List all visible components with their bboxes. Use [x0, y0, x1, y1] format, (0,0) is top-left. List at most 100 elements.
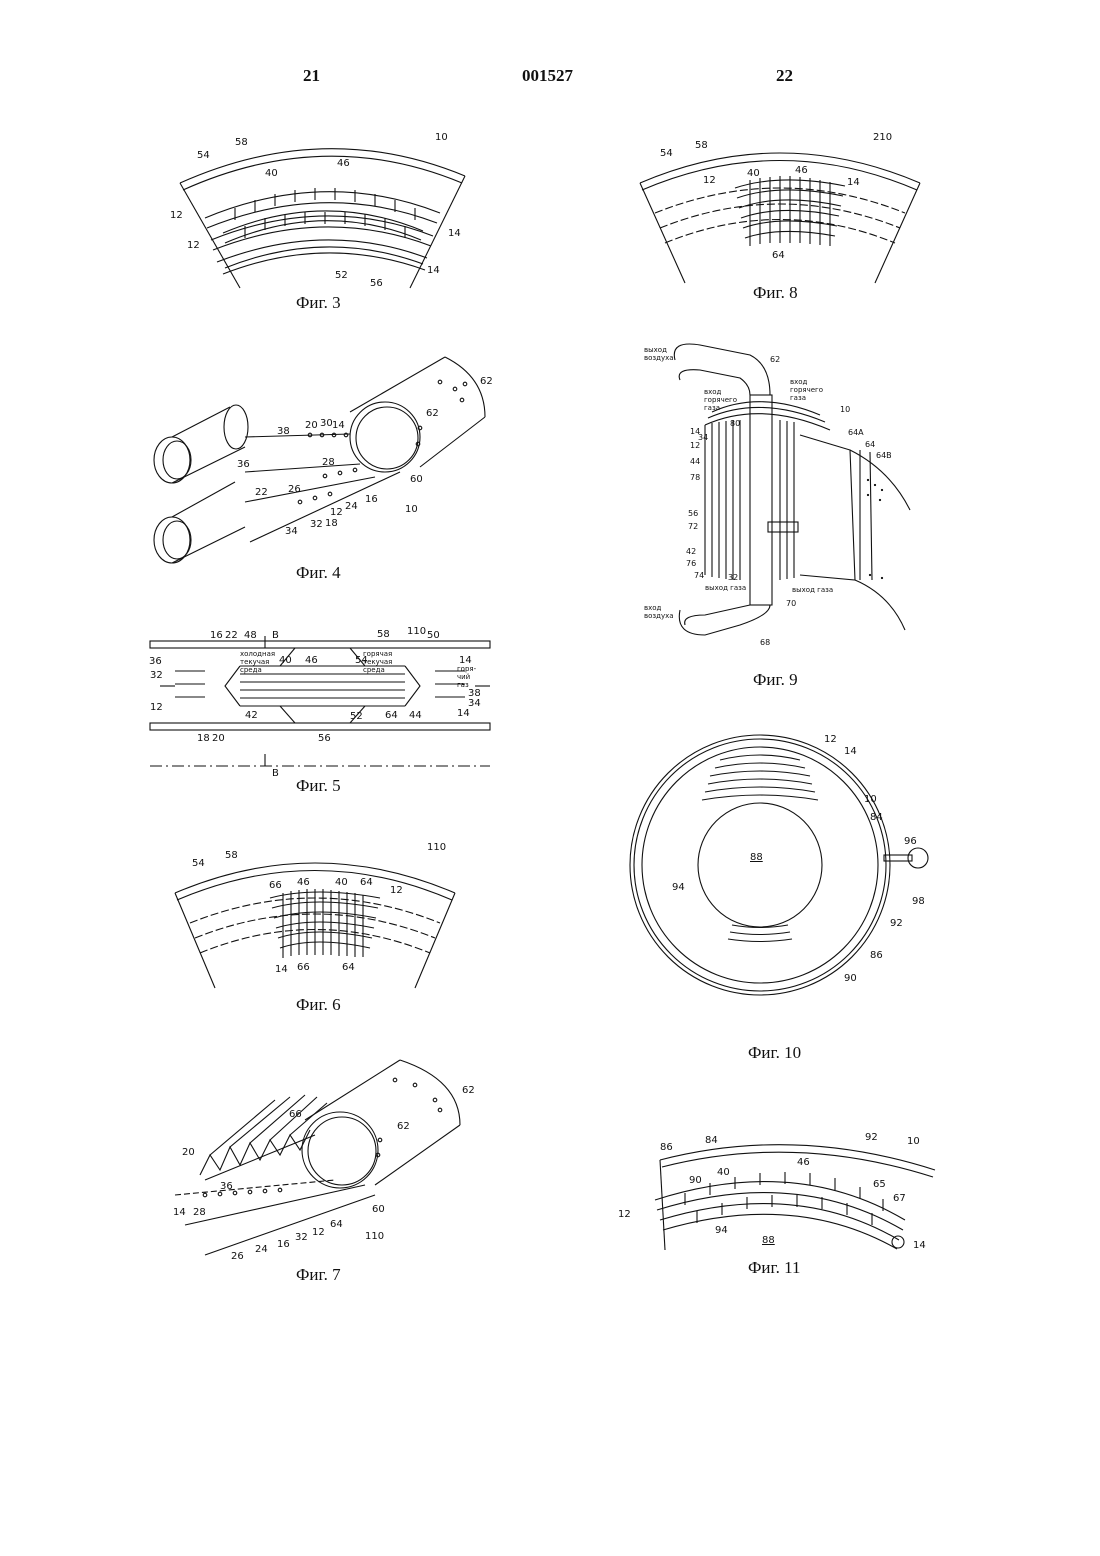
- svg-text:B: B: [272, 768, 279, 779]
- figure-6-caption: Фиг. 6: [296, 995, 341, 1015]
- document-number: 001527: [522, 66, 573, 86]
- page-number-left: 21: [303, 66, 320, 86]
- svg-text:92: 92: [890, 918, 903, 929]
- svg-text:74: 74: [694, 571, 704, 580]
- svg-text:20: 20: [305, 420, 318, 431]
- svg-text:62: 62: [426, 408, 439, 419]
- figure-8-drawing: 5821054 4046 121464: [635, 128, 930, 288]
- svg-text:72: 72: [688, 522, 698, 531]
- svg-text:26: 26: [288, 484, 301, 495]
- svg-text:14: 14: [173, 1207, 186, 1218]
- svg-text:выход газа: выход газа: [792, 586, 833, 594]
- svg-text:62: 62: [397, 1121, 410, 1132]
- svg-text:горячего: горячего: [790, 386, 823, 394]
- svg-text:22: 22: [225, 630, 238, 641]
- svg-text:воздуха: воздуха: [644, 612, 674, 620]
- svg-text:52: 52: [335, 270, 348, 281]
- svg-text:36: 36: [220, 1181, 233, 1192]
- svg-text:газа: газа: [790, 394, 806, 402]
- svg-text:34: 34: [285, 526, 298, 537]
- svg-text:60: 60: [372, 1204, 385, 1215]
- svg-text:40: 40: [265, 168, 278, 179]
- svg-text:110: 110: [427, 842, 446, 853]
- svg-text:54: 54: [660, 148, 673, 159]
- svg-text:64: 64: [865, 440, 875, 449]
- svg-text:66: 66: [297, 962, 310, 973]
- svg-text:14: 14: [275, 964, 288, 975]
- svg-text:14: 14: [427, 265, 440, 276]
- svg-text:10: 10: [864, 794, 877, 805]
- svg-text:90: 90: [844, 973, 857, 984]
- svg-text:12: 12: [312, 1227, 325, 1238]
- svg-text:64A: 64A: [848, 428, 864, 437]
- figure-11-caption: Фиг. 11: [748, 1258, 800, 1278]
- svg-text:горячая: горячая: [363, 650, 392, 658]
- svg-text:60: 60: [410, 474, 423, 485]
- svg-text:50: 50: [427, 630, 440, 641]
- svg-text:62: 62: [462, 1085, 475, 1096]
- svg-text:20: 20: [182, 1147, 195, 1158]
- svg-text:32: 32: [728, 573, 738, 582]
- svg-text:84: 84: [870, 812, 883, 823]
- svg-text:46: 46: [305, 655, 318, 666]
- svg-text:выход: выход: [644, 346, 667, 354]
- svg-text:12: 12: [390, 885, 403, 896]
- svg-text:32: 32: [310, 519, 323, 530]
- svg-text:58: 58: [225, 850, 238, 861]
- svg-text:56: 56: [688, 509, 698, 518]
- svg-text:30: 30: [320, 418, 333, 429]
- svg-text:10: 10: [840, 405, 850, 414]
- svg-text:12: 12: [150, 702, 163, 713]
- svg-text:64B: 64B: [876, 451, 892, 460]
- svg-text:84: 84: [705, 1135, 718, 1146]
- svg-text:12: 12: [170, 210, 183, 221]
- svg-text:36: 36: [237, 459, 250, 470]
- figure-7-drawing: 666262 203614 286064 123216 2426110: [165, 1055, 480, 1265]
- svg-text:10: 10: [907, 1136, 920, 1147]
- svg-text:68: 68: [760, 638, 770, 647]
- svg-text:48: 48: [244, 630, 257, 641]
- svg-text:70: 70: [786, 599, 796, 608]
- figure-11-drawing: 849210 864690 406567 1294 8814: [615, 1125, 940, 1255]
- svg-text:46: 46: [795, 165, 808, 176]
- svg-text:94: 94: [715, 1225, 728, 1236]
- svg-text:66: 66: [269, 880, 282, 891]
- svg-text:56: 56: [318, 733, 331, 744]
- svg-text:62: 62: [770, 355, 780, 364]
- svg-text:14: 14: [844, 746, 857, 757]
- figure-4-caption: Фиг. 4: [296, 563, 341, 583]
- svg-text:58: 58: [695, 140, 708, 151]
- svg-text:88: 88: [750, 852, 763, 863]
- svg-text:44: 44: [690, 457, 700, 466]
- figure-7-caption: Фиг. 7: [296, 1265, 341, 1285]
- svg-text:46: 46: [797, 1157, 810, 1168]
- svg-text:64: 64: [772, 250, 785, 261]
- svg-text:54: 54: [197, 150, 210, 161]
- svg-text:210: 210: [873, 132, 892, 143]
- svg-text:18: 18: [197, 733, 210, 744]
- svg-text:80: 80: [730, 419, 740, 428]
- figure-6-drawing: 5811054 664640 6412 146664: [165, 838, 465, 993]
- svg-text:среда: среда: [363, 666, 385, 674]
- svg-text:44: 44: [409, 710, 422, 721]
- svg-text:32: 32: [295, 1232, 308, 1243]
- svg-text:чий: чий: [457, 673, 470, 681]
- svg-text:горячего: горячего: [704, 396, 737, 404]
- svg-text:вход: вход: [704, 388, 722, 396]
- svg-text:14: 14: [847, 177, 860, 188]
- svg-text:12: 12: [618, 1209, 631, 1220]
- svg-text:24: 24: [345, 501, 358, 512]
- svg-text:86: 86: [660, 1142, 673, 1153]
- svg-text:65: 65: [873, 1179, 886, 1190]
- svg-text:28: 28: [322, 457, 335, 468]
- svg-text:40: 40: [717, 1167, 730, 1178]
- svg-text:90: 90: [689, 1175, 702, 1186]
- svg-text:96: 96: [904, 836, 917, 847]
- figure-9-drawing: выходвоздуха входгорячегогаза входгоряче…: [620, 340, 920, 630]
- svg-text:40: 40: [335, 877, 348, 888]
- svg-text:вход: вход: [644, 604, 662, 612]
- svg-text:18: 18: [325, 518, 338, 529]
- svg-text:выход газа: выход газа: [705, 584, 746, 592]
- svg-text:64: 64: [360, 877, 373, 888]
- svg-text:текучая: текучая: [240, 658, 269, 666]
